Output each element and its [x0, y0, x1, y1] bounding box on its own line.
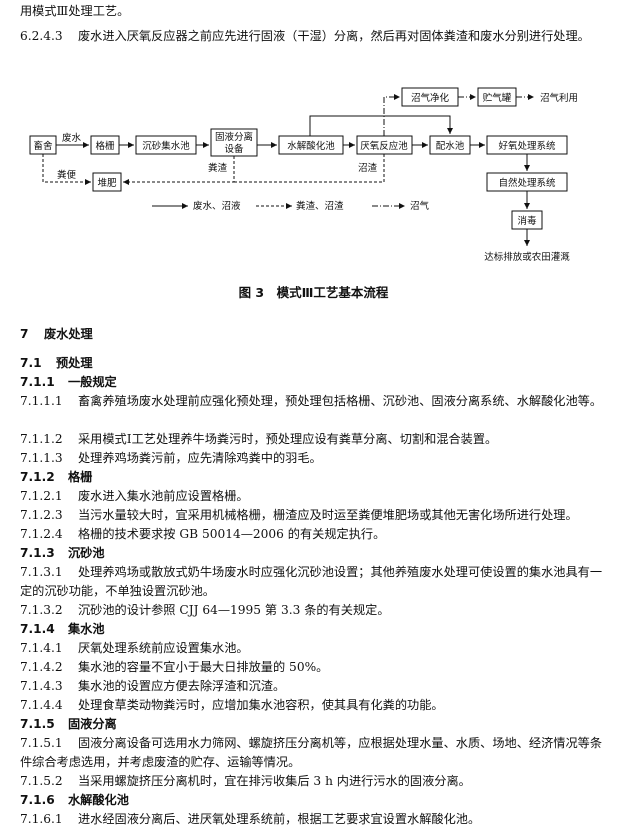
label-aerobic: 好氧处理系统 [498, 140, 556, 152]
label-grille: 格栅 [95, 140, 115, 152]
legend-text-dashed: 粪渣、沼渣 [296, 200, 344, 212]
label-biogas-purify: 沼气净化 [411, 92, 450, 104]
flow-bypass-mixing [309, 115, 453, 136]
flow-residue-compost [234, 154, 385, 183]
label-hydrolysis: 水解酸化池 [287, 140, 335, 152]
label-solid-liquid-2: 设备 [224, 143, 244, 155]
legend-text-dashdot: 沼气 [410, 200, 430, 212]
label-natural: 自然处理系统 [498, 177, 556, 189]
label-gas-tank: 贮气罐 [483, 92, 512, 104]
flow-manure-compost [42, 154, 91, 185]
label-dung-residue: 粪渣 [208, 162, 228, 174]
label-manure: 粪便 [57, 169, 77, 181]
label-animal-house: 畜舍 [33, 140, 53, 152]
label-wastewater: 废水 [62, 132, 82, 144]
intro-line: 用模式Ⅲ处理工艺。 [20, 4, 130, 18]
box-compost [92, 172, 122, 192]
label-compost: 堆肥 [97, 178, 117, 189]
figure-caption: 图 3 模式Ⅲ工艺基本流程 [238, 285, 389, 300]
legend-text-solid: 废水、沼液 [193, 200, 241, 212]
label-outfall: 达标排放或农田灌溉 [484, 251, 570, 263]
label-anaerobic: 厌氧反应池 [360, 140, 408, 152]
process-flow-diagram: 畜舍 格栅 沉砂集水池 固液分离 设备 水解酸化池 厌氧反应池 配水池 好氧处理… [29, 87, 578, 263]
clause-6-2-4-3: 6.2.4.3 废水进入厌氧反应器之前应先进行固液（干湿）分离，然后再对固体粪渣和… [20, 27, 612, 46]
clause-text: 废水进入厌氧反应器之前应先进行固液（干湿）分离，然后再对固体粪渣和废水分别进行处… [78, 29, 590, 43]
label-grit-tank: 沉砂集水池 [142, 140, 190, 152]
label-disinfection: 消毒 [517, 215, 537, 227]
flow-biogas-up [383, 94, 400, 136]
label-biogas-residue: 沼渣 [358, 162, 378, 174]
label-biogas-use: 沼气利用 [540, 92, 578, 104]
label-mixing: 配水池 [436, 140, 465, 152]
clause-number: 6.2.4.3 [20, 29, 63, 43]
label-solid-liquid-1: 固液分离 [215, 131, 253, 143]
